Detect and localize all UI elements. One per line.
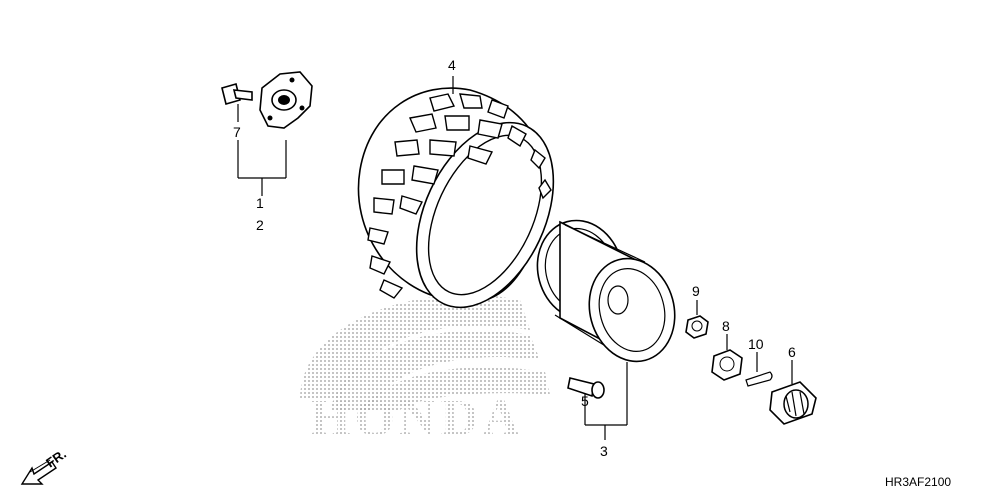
callout-6: 6: [788, 344, 796, 360]
wheel-part: [536, 219, 676, 363]
callout-10: 10: [748, 336, 764, 352]
leader-lines: [237, 76, 793, 440]
callout-1: 1: [256, 195, 264, 211]
callout-4: 4: [448, 57, 456, 73]
diagram-code: HR3AF2100: [885, 475, 951, 489]
hub-bolt-part: [221, 83, 253, 105]
front-arrow-icon: [20, 459, 57, 485]
nut-part-9: [685, 315, 709, 339]
cotter-pin-part: [745, 371, 773, 387]
valve-stem-part: [567, 377, 605, 399]
callout-8: 8: [722, 318, 730, 334]
callout-7: 7: [233, 124, 241, 140]
callout-9: 9: [692, 283, 700, 299]
nut-part-8: [711, 349, 743, 381]
honda-wing-logo: [300, 294, 550, 410]
honda-watermark-text: HONDA: [310, 390, 524, 447]
castle-nut-part: [769, 381, 817, 425]
callout-5: 5: [581, 393, 589, 409]
callout-2: 2: [256, 217, 264, 233]
hub-part: [259, 71, 313, 129]
tire-part: [357, 87, 555, 309]
callout-3: 3: [600, 443, 608, 459]
